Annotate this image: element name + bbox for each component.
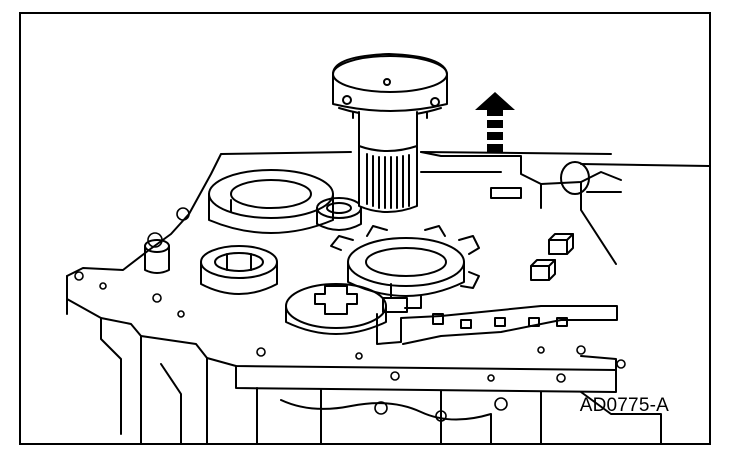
figure-frame: AD0775-A bbox=[19, 12, 711, 445]
post bbox=[144, 239, 170, 274]
up-arrow-icon bbox=[475, 92, 515, 152]
valve-plate bbox=[376, 283, 618, 345]
bushing bbox=[316, 197, 362, 231]
bolt-holes bbox=[74, 207, 626, 422]
housing-edge bbox=[420, 151, 612, 173]
fittings bbox=[530, 233, 574, 281]
pump-gear bbox=[330, 225, 480, 309]
transmission-illustration bbox=[66, 53, 709, 443]
puller-tool bbox=[332, 53, 448, 213]
inner-rotor bbox=[285, 283, 387, 335]
pipe bbox=[560, 161, 709, 195]
pump-cup bbox=[200, 245, 278, 295]
transmission-case bbox=[66, 151, 662, 443]
figure-id-label: AD0775-A bbox=[579, 395, 669, 416]
seal-bore bbox=[208, 169, 334, 234]
